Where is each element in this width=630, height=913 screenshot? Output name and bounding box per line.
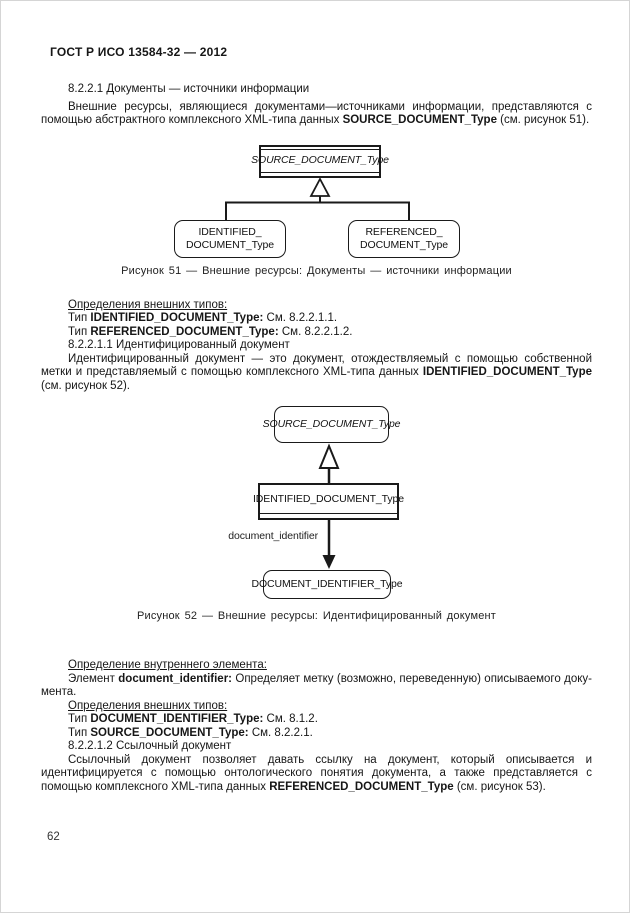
page-content: 8.2.2.1 Документы — источники информации… bbox=[41, 83, 592, 794]
referenced-document-paragraph: Ссылочный документ позволяет давать ссыл… bbox=[41, 754, 592, 795]
class-name: IDENTIFIED_DOCUMENT_Type bbox=[252, 492, 405, 505]
type-definition: Тип REFERENCED_DOCUMENT_Type: См. 8.2.2.… bbox=[41, 326, 592, 340]
text-run: Тип bbox=[68, 325, 91, 338]
type-name: REFERENCED_DOCUMENT_Type: bbox=[90, 325, 279, 338]
uml-class-identified-document-type: IDENTIFIED_DOCUMENT_Type bbox=[252, 483, 405, 520]
generalization-arrow-icon bbox=[309, 176, 331, 197]
figure-52-diagram: SOURCE_DOCUMENT_Type IDENTIFIED_DOCUMENT… bbox=[41, 405, 592, 600]
text-run: Тип bbox=[68, 312, 91, 324]
uml-node-document-identifier-type: DOCUMENT_IDENTIFIER_Type bbox=[251, 570, 403, 599]
page-number: 62 bbox=[47, 831, 60, 843]
class-compartment-divider bbox=[261, 171, 379, 176]
type-name: SOURCE_DOCUMENT_Type: bbox=[90, 726, 249, 739]
identified-document-paragraph: Идентифицированный документ — это докуме… bbox=[41, 353, 592, 394]
class-compartment-divider bbox=[260, 513, 397, 518]
subsection-heading: 8.2.2.1.2 Ссылочный документ bbox=[68, 740, 232, 752]
type-definition: Тип SOURCE_DOCUMENT_Type: См. 8.2.2.1. bbox=[41, 727, 592, 741]
figure-51-connectors bbox=[225, 176, 410, 220]
association-arrow-icon bbox=[322, 555, 336, 569]
node-label-line: IDENTIFIED_ bbox=[198, 225, 262, 238]
node-label-line: REFERENCED_ bbox=[365, 225, 443, 238]
class-compartment-divider bbox=[261, 147, 379, 150]
text-run: См. 8.2.2.1.2. bbox=[278, 325, 353, 338]
figure-51-caption: Рисунок 51 — Внешние ресурсы: Документы … bbox=[121, 264, 512, 277]
uml-class-source-document-type: SOURCE_DOCUMENT_Type bbox=[251, 144, 389, 178]
figure-51-diagram: SOURCE_DOCUMENT_Type IDENTIFIED_ DOCUMEN… bbox=[41, 144, 592, 258]
type-definition: Тип DOCUMENT_IDENTIFIER_Type: См. 8.1.2. bbox=[41, 713, 592, 727]
element-definition: Элемент document_identifier: Определяет … bbox=[41, 673, 592, 700]
uml-node-referenced-document-type: REFERENCED_ DOCUMENT_Type bbox=[348, 219, 460, 258]
class-name: SOURCE_DOCUMENT_Type bbox=[251, 154, 389, 166]
generalization-arrow-icon bbox=[318, 443, 340, 469]
type-name: SOURCE_DOCUMENT_Type bbox=[342, 114, 497, 126]
text-run: Идентифицированный документ — это докуме… bbox=[41, 352, 592, 379]
text-run: См. 8.1.2. bbox=[263, 713, 318, 725]
text-run: (см. рисунок 53). bbox=[453, 780, 546, 793]
subsection-heading: 8.2.2.1.1 Идентифицированный документ bbox=[68, 339, 290, 351]
text-run: Тип bbox=[68, 713, 91, 725]
text-run: Определяет метку (возможно, переведенную… bbox=[41, 672, 592, 699]
intro-paragraph: Внешние ресурсы, являющиеся документами—… bbox=[41, 101, 592, 128]
node-label: DOCUMENT_IDENTIFIER_Type bbox=[251, 578, 403, 590]
external-types-heading: Определения внешних типов: bbox=[68, 699, 228, 712]
figure-52-connectors bbox=[318, 443, 340, 569]
text-run: См. 8.2.2.1.1. bbox=[263, 312, 338, 324]
uml-node-source-document-type: SOURCE_DOCUMENT_Type bbox=[263, 406, 401, 443]
node-label: SOURCE_DOCUMENT_Type bbox=[262, 418, 401, 430]
text-run: Элемент bbox=[68, 672, 119, 685]
uml-node-identified-document-type: IDENTIFIED_ DOCUMENT_Type bbox=[174, 219, 286, 258]
inner-element-heading: Определение внутреннего элемента: bbox=[68, 659, 267, 671]
node-label-line: DOCUMENT_Type bbox=[186, 238, 274, 251]
document-header: ГОСТ Р ИСО 13584-32 — 2012 bbox=[50, 45, 228, 59]
external-types-heading: Определения внешних типов: bbox=[68, 298, 228, 311]
text-run: (см. рисунок 52). bbox=[41, 379, 130, 392]
type-name: REFERENCED_DOCUMENT_Type bbox=[269, 780, 454, 793]
text-run: См. 8.2.2.1. bbox=[248, 726, 313, 739]
type-name: IDENTIFIED_DOCUMENT_Type: bbox=[90, 312, 264, 324]
text-run: Тип bbox=[68, 726, 91, 739]
text-run: (см. рисунок 51). bbox=[496, 114, 590, 126]
text-run: Ссылочный документ позволяет давать ссыл… bbox=[41, 753, 592, 793]
figure-52-caption: Рисунок 52 — Внешние ресурсы: Идентифици… bbox=[136, 610, 497, 622]
type-name: IDENTIFIED_DOCUMENT_Type bbox=[422, 366, 592, 378]
node-label-line: DOCUMENT_Type bbox=[360, 238, 448, 251]
element-name: document_identifier: bbox=[118, 672, 233, 685]
edge-label-document-identifier: document_identifier bbox=[228, 530, 318, 542]
text-run: Внешние ресурсы, являющиеся документами—… bbox=[41, 100, 592, 127]
type-name: DOCUMENT_IDENTIFIER_Type: bbox=[90, 713, 264, 725]
type-definition: Тип IDENTIFIED_DOCUMENT_Type: См. 8.2.2.… bbox=[41, 312, 592, 326]
section-heading: 8.2.2.1 Документы — источники информации bbox=[68, 83, 310, 95]
